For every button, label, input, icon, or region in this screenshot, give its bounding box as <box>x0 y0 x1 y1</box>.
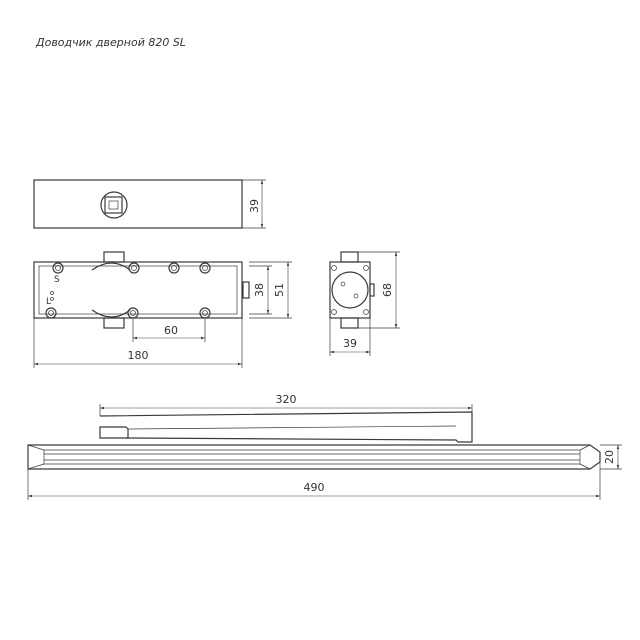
rail-length-dim: 320 <box>276 393 297 406</box>
front-view-lower-holes <box>45 307 211 319</box>
side-view-bottom-boss <box>340 317 359 329</box>
front-view-inner-frame <box>38 265 238 315</box>
side-view-height-dim: 68 <box>381 283 394 297</box>
top-view-height-dim: 39 <box>248 199 261 213</box>
top-view-spindle-inner <box>108 200 119 210</box>
side-view-disc-hole-2 <box>353 293 359 299</box>
side-view-disc-hole-1 <box>340 281 346 287</box>
side-view-corner-holes <box>331 265 369 315</box>
side-view-disc <box>331 271 369 309</box>
top-view-spindle-square <box>104 196 123 214</box>
top-view-body <box>33 179 243 229</box>
front-view-height-inner-dim: 38 <box>253 283 266 297</box>
front-view-marker-dot-2 <box>50 297 54 301</box>
front-view-mark-s: S <box>54 275 60 285</box>
top-view: 39 <box>33 179 266 229</box>
side-view-top-boss <box>340 251 359 263</box>
front-view: S L 38 51 60 180 <box>33 251 292 368</box>
front-view-adjust-screw <box>242 281 250 299</box>
arm-body <box>27 444 601 470</box>
top-view-spindle-outer <box>100 191 128 219</box>
side-view: 68 39 <box>329 251 400 356</box>
side-view-adjust-screw <box>369 283 375 297</box>
total-length-dim: 490 <box>304 481 325 494</box>
front-view-height-outer-dim: 51 <box>273 283 286 297</box>
drawing-title: Доводчик дверной 820 SL <box>35 36 186 49</box>
front-view-length-dim: 180 <box>128 349 149 362</box>
rail-end-block <box>99 426 129 439</box>
arm-view: 320 490 20 <box>27 393 622 500</box>
front-view-bottom-boss <box>103 317 125 329</box>
front-view-mark-l: L <box>46 297 51 307</box>
front-view-upper-holes <box>52 262 211 274</box>
front-view-body <box>33 261 243 319</box>
side-view-width-dim: 39 <box>343 337 357 350</box>
arm-thickness-dim: 20 <box>603 450 616 464</box>
rail-body <box>99 411 473 443</box>
side-view-body <box>329 261 371 319</box>
front-view-marker-dot-1 <box>50 291 54 295</box>
front-view-top-boss <box>103 251 125 263</box>
front-view-lower-cutout <box>91 309 131 318</box>
front-view-upper-cutout <box>91 262 131 271</box>
front-view-hole-spacing-dim: 60 <box>164 324 178 337</box>
